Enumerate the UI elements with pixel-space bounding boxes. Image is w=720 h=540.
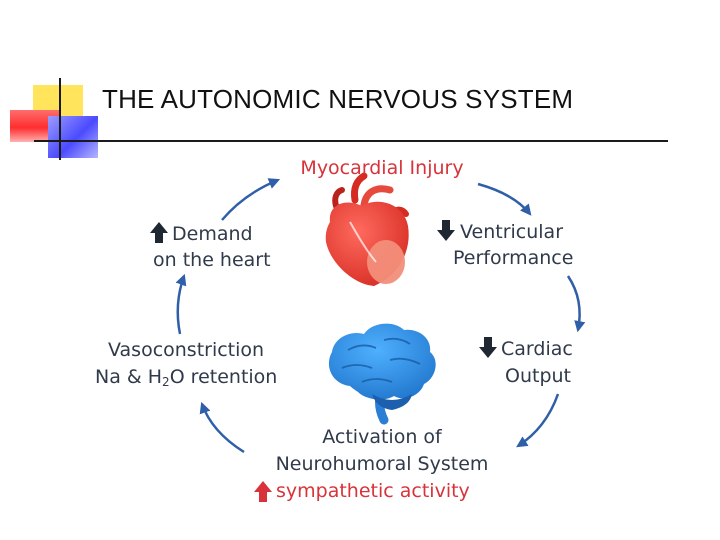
arrow-ventricular-to-cardiac <box>566 275 586 333</box>
label-neurohumoral-system: Neurohumoral System <box>276 453 489 475</box>
up-arrow-icon <box>150 222 168 243</box>
label-myocardial-injury: Myocardial Injury <box>300 157 463 179</box>
arrow-vaso-to-demand <box>175 273 187 335</box>
label-retention: Na & H2O retention <box>95 366 277 389</box>
down-arrow-icon <box>479 337 497 358</box>
arrow-demand-to-injury <box>221 178 281 221</box>
label-performance: Performance <box>453 247 573 269</box>
arrow-injury-to-ventricular <box>477 182 532 216</box>
node-cardiac-output: Cardiac Output <box>479 337 573 387</box>
title-underline <box>34 140 668 142</box>
label-output: Output <box>505 365 571 387</box>
node-ventricular-performance: Ventricular Performance <box>437 220 573 269</box>
label-retention-subscript: 2 <box>162 375 170 389</box>
label-demand: Demand <box>172 223 253 245</box>
node-demand: Demand on the heart <box>150 222 271 271</box>
node-sympathetic-activity: sympathetic activity <box>254 480 470 502</box>
label-activation-of: Activation of <box>322 426 443 448</box>
node-vasoconstriction: Vasoconstriction Na & H2O retention <box>95 339 277 389</box>
decor-blue-square <box>48 116 98 158</box>
label-sympathetic-activity: sympathetic activity <box>276 480 470 502</box>
up-arrow-icon <box>254 481 272 502</box>
slide-title: THE AUTONOMIC NERVOUS SYSTEM <box>102 84 574 114</box>
arrow-cardiac-to-activation <box>516 393 560 448</box>
label-retention-part1: Na & H <box>95 366 162 388</box>
label-retention-part2: O retention <box>170 366 278 388</box>
label-on-the-heart: on the heart <box>153 249 271 271</box>
label-vasoconstriction: Vasoconstriction <box>108 339 264 361</box>
label-ventricular: Ventricular <box>460 221 563 243</box>
brain-icon <box>328 323 436 425</box>
down-arrow-icon <box>437 220 455 241</box>
cycle-arrows <box>175 178 586 454</box>
arrow-activation-to-vaso <box>199 401 245 454</box>
heart-icon <box>325 172 409 286</box>
decor-vertical-line <box>59 78 61 160</box>
label-cardiac: Cardiac <box>501 338 573 360</box>
